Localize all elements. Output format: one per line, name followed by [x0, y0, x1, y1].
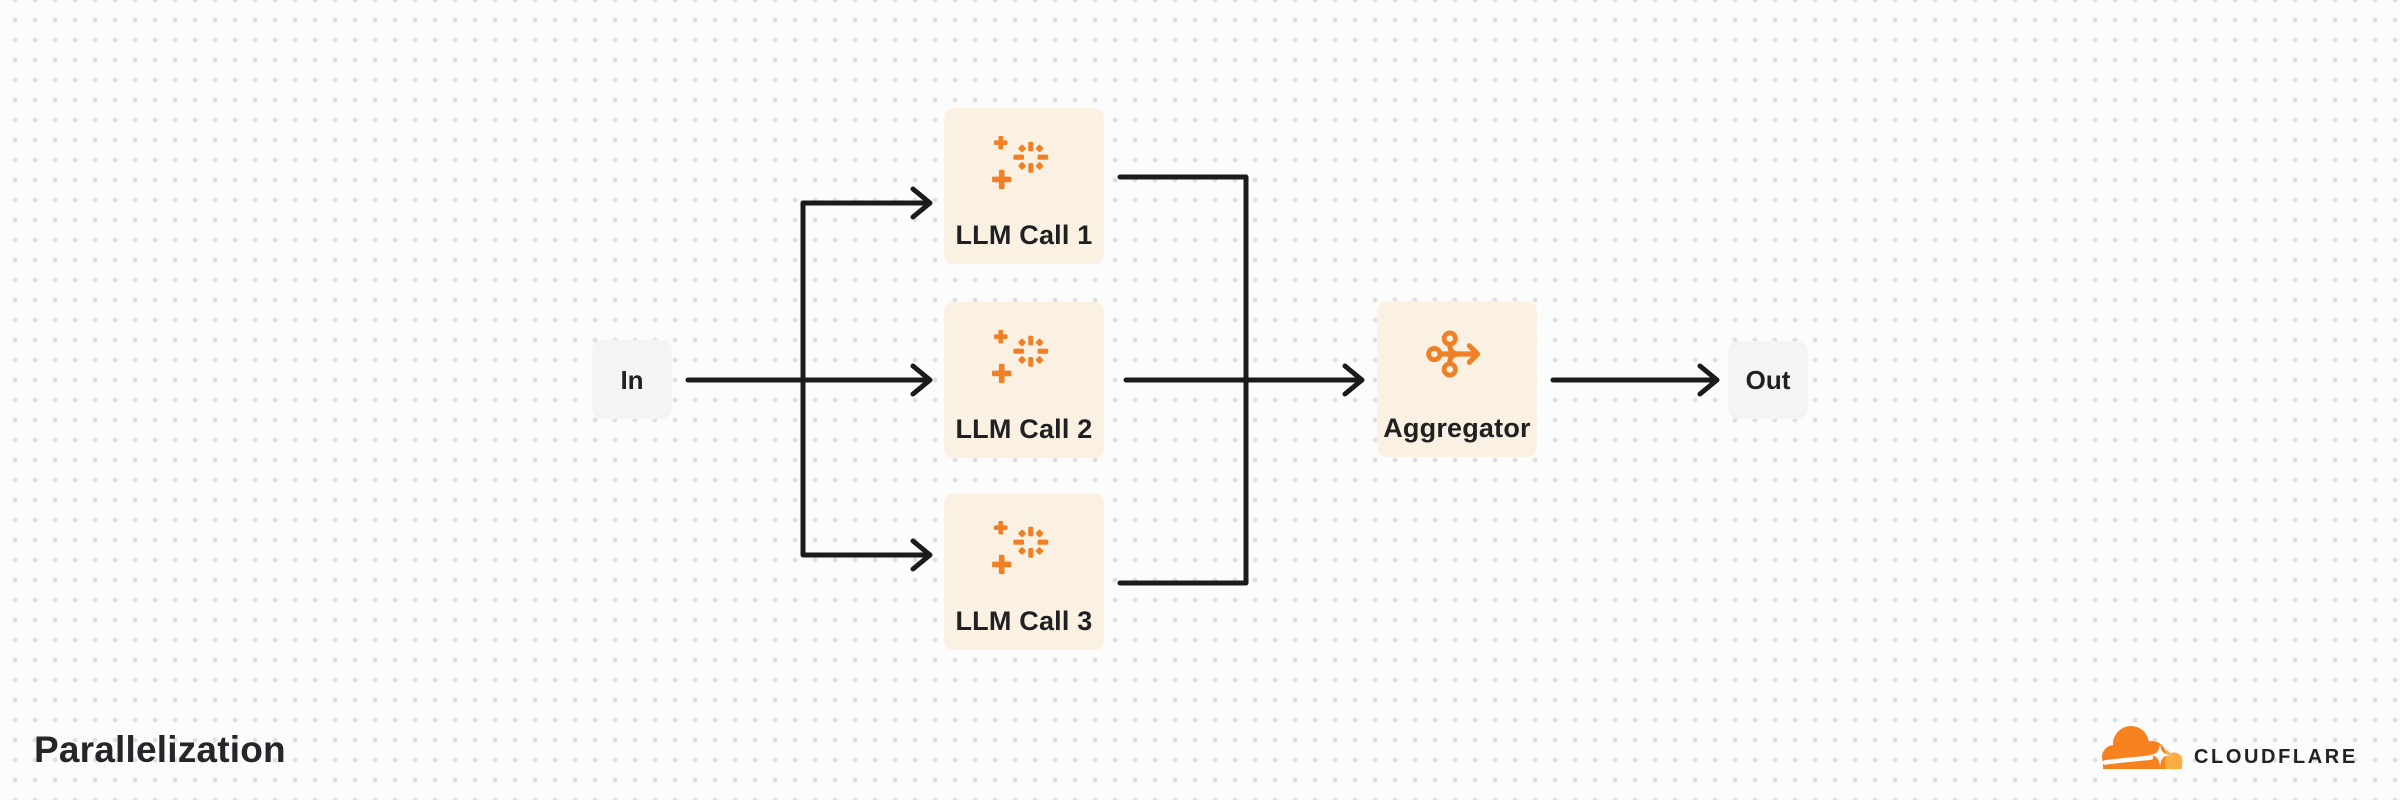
merge-arrow-icon	[1426, 330, 1481, 378]
cloudflare-logo-text: CLOUDFLARE	[2194, 746, 2358, 768]
input-node: In	[592, 340, 672, 419]
output-node: Out	[1728, 341, 1808, 419]
sparkles-icon	[992, 520, 1049, 575]
llm-call-1-node: LLM Call 1	[944, 108, 1104, 264]
llm-call-2-label: LLM Call 2	[955, 413, 1093, 444]
cloudflare-logo: CLOUDFLARE	[2094, 724, 2358, 772]
sparkles-icon	[992, 329, 1049, 384]
sparkles-icon	[992, 135, 1049, 190]
arrowhead-llm1	[910, 186, 933, 220]
output-label: Out	[1745, 365, 1791, 395]
llm-call-1-label: LLM Call 1	[955, 219, 1093, 250]
cloudflare-cloud-icon	[2102, 726, 2183, 770]
split-branch-lines	[800, 200, 929, 558]
llm-call-3-label: LLM Call 3	[955, 605, 1093, 636]
arrowhead-out	[1697, 363, 1720, 397]
llm-call-3-node: LLM Call 3	[944, 493, 1104, 650]
aggregator-label: Aggregator	[1383, 412, 1531, 443]
llm-call-2-node: LLM Call 2	[944, 302, 1104, 458]
page-title: Parallelization	[34, 729, 286, 770]
aggregator-node: Aggregator	[1377, 301, 1537, 457]
arrowhead-llm2	[910, 363, 933, 397]
arrowhead-llm3	[910, 538, 933, 572]
input-label: In	[620, 364, 644, 395]
arrowhead-aggregator	[1342, 363, 1365, 397]
